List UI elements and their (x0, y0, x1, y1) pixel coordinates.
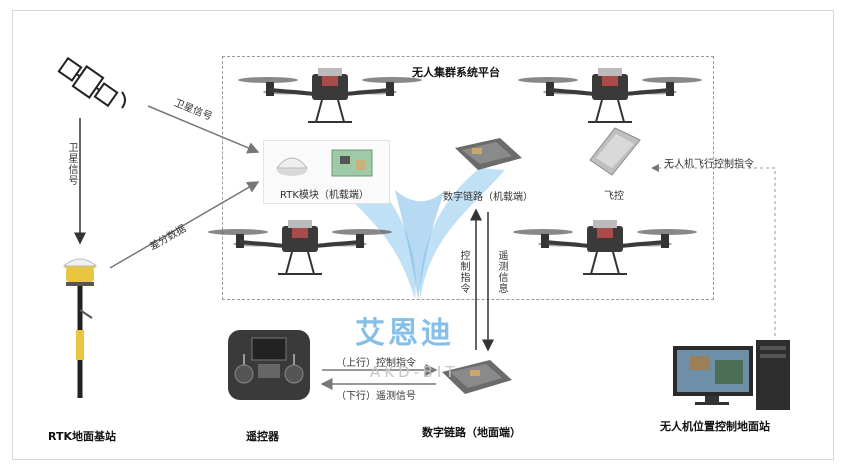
rtk-antenna-icon (275, 157, 309, 176)
differential-data-arrow (109, 181, 260, 269)
satellite-icon (57, 56, 119, 108)
datalink-air-label: 数字链路（机载端） (443, 192, 533, 203)
rtk-module-label: RTK模块（机载端） (280, 190, 369, 201)
telemetry-vertical-label: 遥测信息 (496, 250, 507, 294)
flight-controller-icon (589, 127, 641, 176)
datalink-air-icon (455, 138, 522, 170)
control-cmd-vertical-label: 控制指令 (458, 250, 469, 294)
ground-station-icon (673, 340, 790, 410)
flight-controller-label: 飞控 (604, 191, 624, 202)
rtk-base-station-icon (62, 258, 98, 398)
remote-controller-icon (228, 330, 310, 400)
ground-station-label: 无人机位置控制地面站 (660, 420, 770, 433)
signal-wave-icon (121, 91, 126, 109)
flight-command-label: 无人机飞行控制指令 (664, 159, 754, 170)
platform-boundary (222, 56, 714, 300)
satellite-to-rtk-arrow (147, 105, 260, 154)
downlink-label: （下行）遥测信号 (336, 391, 416, 402)
satellite-signal-label-left: 卫星信号 (66, 142, 77, 186)
watermark-subtext: AKD-BIT (370, 363, 459, 381)
watermark-text: 艾恩迪 (355, 316, 454, 351)
uplink-label: （上行）控制指令 (336, 358, 416, 369)
datalink-ground-icon (442, 360, 512, 394)
remote-controller-label: 遥控器 (246, 430, 279, 443)
platform-title: 无人集群系统平台 (412, 66, 500, 79)
rtk-base-label: RTK地面基站 (48, 430, 117, 443)
datalink-ground-label: 数字链路（地面端） (422, 426, 521, 439)
rtk-board-icon (331, 149, 373, 177)
ground-station-command-arrow (651, 164, 776, 336)
